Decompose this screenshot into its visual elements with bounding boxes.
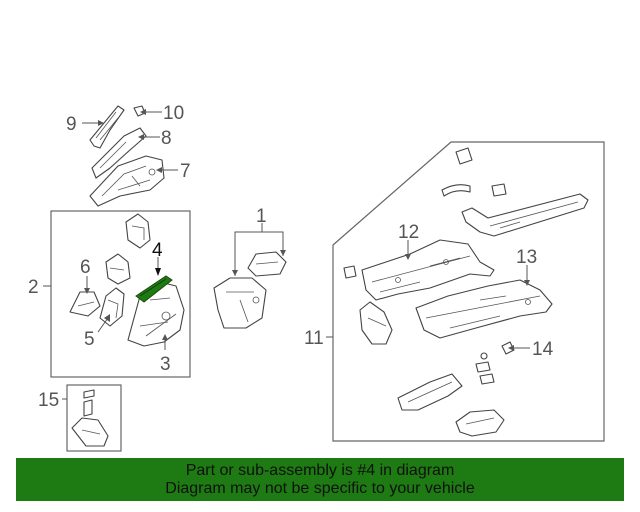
part-11-plug[interactable]	[343, 265, 357, 279]
part-11-clip[interactable]	[491, 183, 507, 197]
part-11-small-nuts[interactable]	[475, 352, 495, 385]
leader-lines	[43, 109, 530, 400]
part-15-bracket[interactable]	[71, 389, 109, 447]
callout-13: 13	[516, 247, 537, 268]
callout-12: 12	[398, 222, 419, 243]
group-box-15	[66, 384, 122, 452]
group-box-11	[332, 141, 605, 442]
callout-11: 11	[304, 328, 324, 349]
part-7-apron-panel[interactable]	[89, 155, 165, 207]
part-6-bracket[interactable]	[105, 253, 131, 285]
part-1-upper-panel[interactable]	[247, 251, 287, 277]
part-5-bracket[interactable]	[99, 287, 125, 327]
group-box-2	[50, 210, 191, 378]
callout-8: 8	[161, 128, 172, 149]
part-11-arc-brace[interactable]	[441, 184, 471, 197]
parts-diagram: 9 10 8 7 1 2 4 6 5 3 12 13 14 11 15	[28, 103, 605, 452]
callout-15: 15	[38, 390, 59, 411]
part-11-bottom-bracket[interactable]	[455, 409, 505, 437]
callout-5: 5	[84, 329, 95, 350]
callout-10: 10	[163, 103, 184, 124]
callout-14: 14	[532, 339, 554, 360]
callout-1: 1	[256, 206, 267, 227]
banner-line-part: Part or sub-assembly is #4 in diagram	[185, 461, 455, 479]
part-1-lower-panel[interactable]	[213, 277, 267, 329]
part-9-bracket[interactable]	[89, 105, 125, 149]
part-2-upper-bracket[interactable]	[125, 213, 151, 249]
part-11-long-rail[interactable]	[461, 193, 589, 237]
info-banner: Part or sub-assembly is #4 in diagram Di…	[16, 458, 624, 501]
callout-6: 6	[80, 257, 91, 278]
part-8-reinforcement[interactable]	[91, 127, 147, 179]
banner-line-disclaimer: Diagram may not be specific to your vehi…	[165, 479, 475, 497]
part-11-side-bracket[interactable]	[359, 301, 393, 345]
part-11-lower-bracket[interactable]	[397, 373, 463, 411]
part-12-frame-rail[interactable]	[361, 239, 495, 301]
part-11-small-bracket-top[interactable]	[455, 147, 473, 165]
callout-9: 9	[66, 114, 77, 135]
part-6-plate[interactable]	[69, 291, 101, 317]
part-4-highlighted[interactable]	[135, 275, 173, 303]
callout-4: 4	[152, 240, 163, 261]
callout-3: 3	[160, 354, 171, 375]
part-13-frame-rail[interactable]	[415, 279, 553, 339]
callout-2: 2	[28, 277, 39, 298]
callout-7: 7	[180, 161, 191, 182]
